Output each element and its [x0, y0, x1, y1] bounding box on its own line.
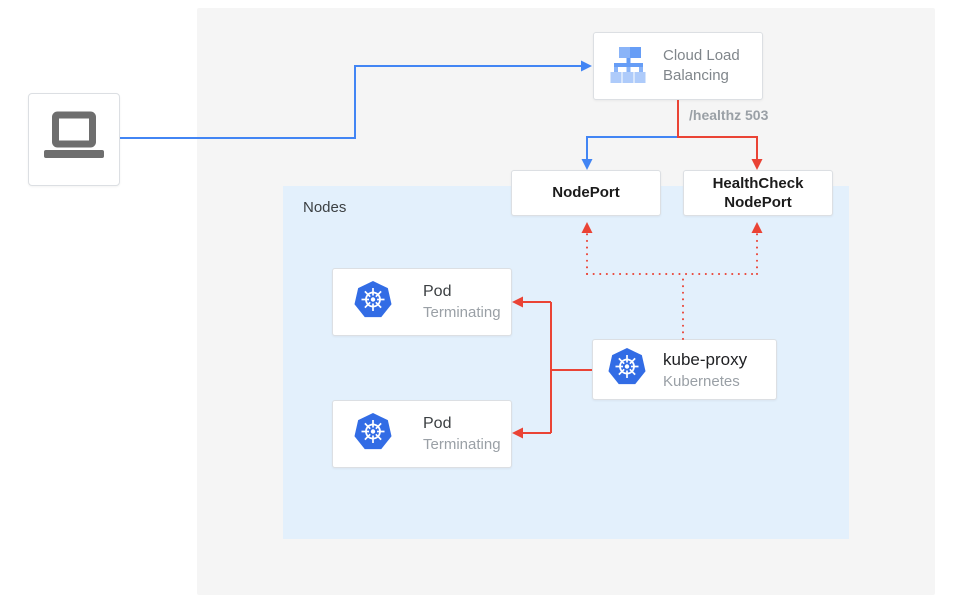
- pod-status: Terminating: [423, 436, 501, 453]
- pod-card: Pod Terminating: [332, 400, 512, 468]
- cloud-load-balancing-icon: [608, 44, 648, 89]
- nodeport-card: NodePort: [511, 170, 661, 216]
- nodes-panel-label: Nodes: [303, 199, 347, 216]
- healthcheck-nodeport-card: HealthCheck NodePort: [683, 170, 833, 216]
- kube-proxy-title: kube-proxy: [663, 349, 748, 369]
- pod-card: Pod Terminating: [332, 268, 512, 336]
- pod-status: Terminating: [423, 304, 501, 321]
- laptop-icon: [42, 109, 106, 170]
- pod-title: Pod: [423, 283, 452, 300]
- kubernetes-icon: [607, 347, 647, 392]
- nodeport-label: NodePort: [552, 184, 620, 202]
- client-card: [28, 93, 120, 186]
- healthz-annotation: /healthz 503: [689, 107, 769, 123]
- kubernetes-icon: [353, 280, 393, 325]
- healthcheck-nodeport-label: HealthCheck NodePort: [712, 174, 804, 211]
- cloud-load-balancing-label: Cloud Load Balancing: [663, 46, 740, 84]
- cloud-load-balancing-card: Cloud Load Balancing: [593, 32, 763, 100]
- kube-proxy-card: kube-proxy Kubernetes: [592, 339, 777, 400]
- kube-proxy-subtitle: Kubernetes: [663, 372, 740, 390]
- kubernetes-icon: [353, 412, 393, 457]
- pod-title: Pod: [423, 415, 452, 432]
